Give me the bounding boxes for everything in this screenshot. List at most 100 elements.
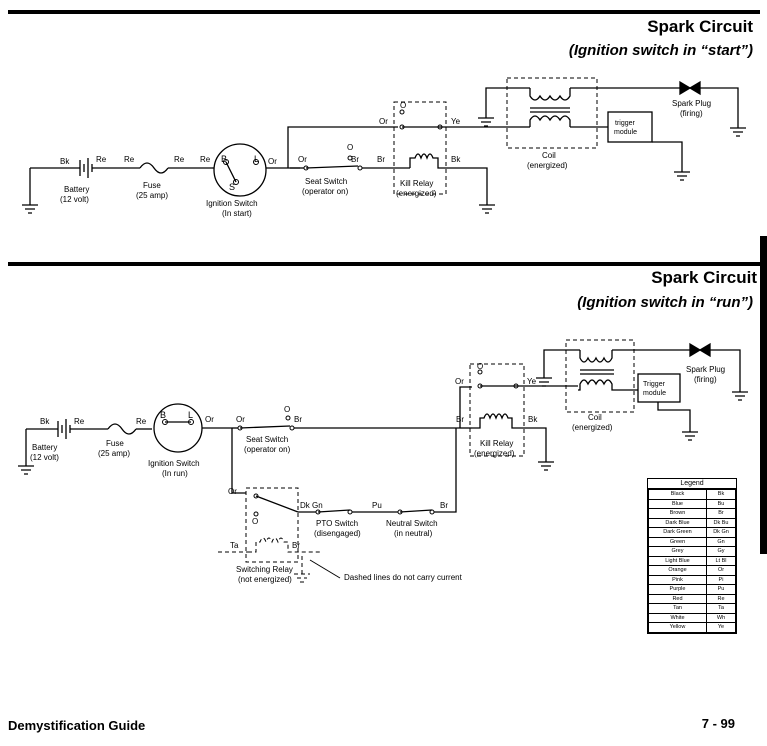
bottom-sw-or: Or [228,487,237,496]
trigger-module-top [607,111,653,143]
bottom-battery-volt: (12 volt) [30,453,59,462]
bottom-relay-bk: Bk [528,415,538,424]
top-fuse-label: Fuse [143,181,161,190]
top-seat-br: Br [351,155,359,164]
footer-page-number: 7 - 99 [701,716,735,731]
top-plug-label: Spark Plug [672,99,711,108]
bottom-kill-label: Kill Relay [480,439,513,448]
top-title: Spark Circuit [647,17,753,36]
legend-color-name: Green [648,536,707,547]
legend-abbreviation: Bk [706,489,736,500]
top-seat-state: (operator on) [302,187,349,196]
legend-abbreviation: Wh [706,612,736,623]
legend-abbreviation: Ye [706,622,736,633]
bottom-coil-state: (energized) [572,423,613,432]
bottom-ignition-label: Ignition Switch [148,459,200,468]
bottom-br-neutral: Br [440,501,448,510]
legend-color-name: Grey [648,546,707,557]
bottom-fuse-label: Fuse [106,439,124,448]
legend-color-name: White [648,612,707,623]
bottom-neutral-state: (in neutral) [394,529,433,538]
page-edge-bar [760,236,767,554]
top-subtitle: (Ignition switch in “start”) [568,42,753,59]
top-relay-or: Or [379,117,388,126]
legend-color-name: Black [648,489,707,500]
bottom-pto-label: PTO Switch [316,519,358,528]
legend-color-name: Tan [648,603,707,614]
legend-abbreviation: Ta [706,603,736,614]
bottom-label-re2: Re [136,417,147,426]
bottom-relay-or: Or [455,377,464,386]
legend-abbreviation: Br [706,508,736,519]
top-kill-label: Kill Relay [400,179,433,188]
bottom-trigger-1: Trigger [643,381,666,388]
bottom-sw-o: O [252,517,258,526]
top-label-re2: Re [124,155,135,164]
top-label-bk: Bk [60,157,70,166]
legend-title: Legend [648,479,736,489]
bottom-ignition-state: (In run) [162,469,188,478]
top-diagram: Bk Re Re Re Re Battery (12 volt) Fuse (2… [22,77,746,218]
bottom-seat-label: Seat Switch [246,435,288,444]
battery-icon [57,419,71,439]
legend-color-name: Red [648,593,707,604]
legend-abbreviation: Gn [706,536,736,547]
legend-abbreviation: Dk Bu [706,517,736,528]
top-battery-volt: (12 volt) [60,195,89,204]
legend-color-name: Dark Green [648,527,707,538]
legend-color-name: Pink [648,574,707,585]
bottom-relay-o: O [477,362,483,371]
bottom-ta: Ta [230,541,239,550]
ignition-switch-icon [213,143,267,197]
top-battery-label: Battery [64,185,89,194]
bottom-trigger-2: module [643,390,666,397]
bottom-subtitle: (Ignition switch in “run”) [577,294,753,311]
fuse-icon [139,162,169,174]
coil-box-top [506,77,598,149]
top-ignition-state: (In start) [222,209,252,218]
bottom-relay-ye: Ye [527,377,537,386]
top-label-or: Or [268,157,277,166]
legend-color-name: Light Blue [648,555,707,566]
top-trigger-2: module [614,129,637,136]
bottom-kill-state: (energized) [474,449,515,458]
kill-relay-box-bottom [469,363,525,457]
top-coil-state: (energized) [527,161,568,170]
bottom-seat-br: Br [294,415,302,424]
top-seat-label: Seat Switch [305,177,347,186]
legend-abbreviation: Bu [706,498,736,509]
bottom-label-re1: Re [74,417,85,426]
legend-abbreviation: Re [706,593,736,604]
kill-relay-box-top [393,101,447,195]
top-seat-or: Or [298,155,307,164]
bottom-battery-label: Battery [32,443,57,452]
legend-abbreviation: Lt Bl [706,555,736,566]
trigger-module-bottom [637,373,681,403]
bottom-neutral-label: Neutral Switch [386,519,438,528]
bottom-fuse-amp: (25 amp) [98,449,130,458]
battery-icon [79,158,93,178]
top-relay-bk: Bk [451,155,461,164]
top-switch-s: S [229,182,235,192]
top-switch-b: B [221,154,227,164]
legend-color-name: Blue [648,498,707,509]
bottom-switch-l: L [188,410,193,420]
top-ignition-label: Ignition Switch [206,199,258,208]
bottom-seat-state: (operator on) [244,445,291,454]
legend-color-name: Yellow [648,622,707,633]
spark-plug-icon [689,342,711,358]
bottom-pto-state: (disengaged) [314,529,361,538]
bottom-switching-state: (not energized) [238,575,292,584]
